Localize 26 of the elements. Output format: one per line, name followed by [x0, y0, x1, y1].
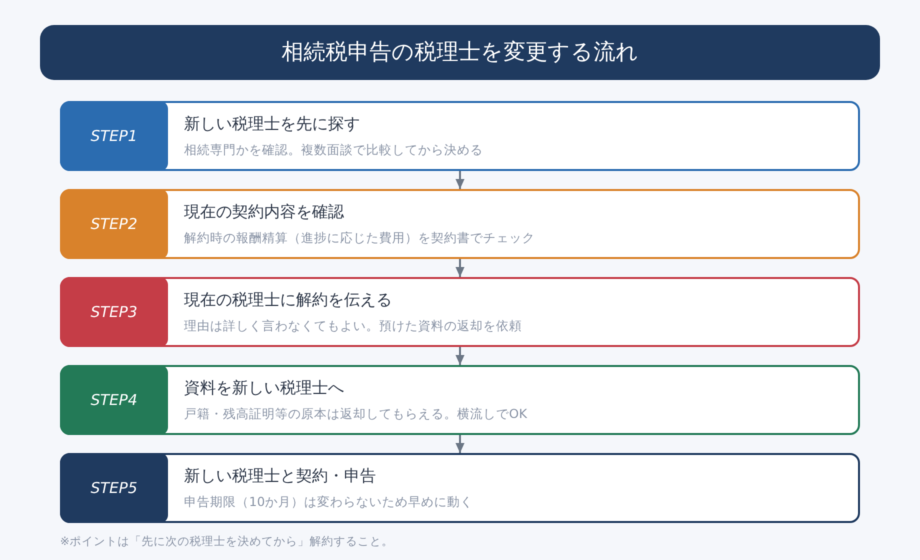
step-tab: STEP4 [60, 365, 168, 435]
step-description: 戸籍・残高証明等の原本は返却してもらえる。横流しでOK [184, 405, 528, 423]
step-heading: 資料を新しい税理士へ [184, 377, 344, 399]
step-description: 相続専門かを確認。複数面談で比較してから決める [184, 141, 483, 159]
step-heading: 新しい税理士と契約・申告 [184, 465, 376, 487]
step-tab: STEP3 [60, 277, 168, 347]
footnote: ※ポイントは「先に次の税理士を決めてから」解約すること。 [60, 533, 394, 549]
step-heading: 現在の税理士に解約を伝える [184, 289, 392, 311]
step-description: 解約時の報酬精算（進捗に応じた費用）を契約書でチェック [184, 229, 535, 247]
step-card [60, 277, 860, 347]
arrow [456, 347, 464, 365]
step-card [60, 189, 860, 259]
step-card [60, 365, 860, 435]
step-description: 申告期限（10か月）は変わらないため早めに動く [184, 493, 473, 511]
arrow [456, 435, 464, 453]
step-card [60, 101, 860, 171]
step-heading: 現在の契約内容を確認 [184, 201, 344, 223]
step-tab: STEP1 [60, 101, 168, 171]
step-card [60, 453, 860, 523]
step-tab: STEP5 [60, 453, 168, 523]
title-banner: 相続税申告の税理士を変更する流れ [40, 25, 880, 80]
arrow [456, 259, 464, 277]
arrow [456, 171, 464, 189]
step-heading: 新しい税理士を先に探す [184, 113, 360, 135]
step-description: 理由は詳しく言わなくてもよい。預けた資料の返却を依頼 [184, 317, 522, 335]
step-tab: STEP2 [60, 189, 168, 259]
